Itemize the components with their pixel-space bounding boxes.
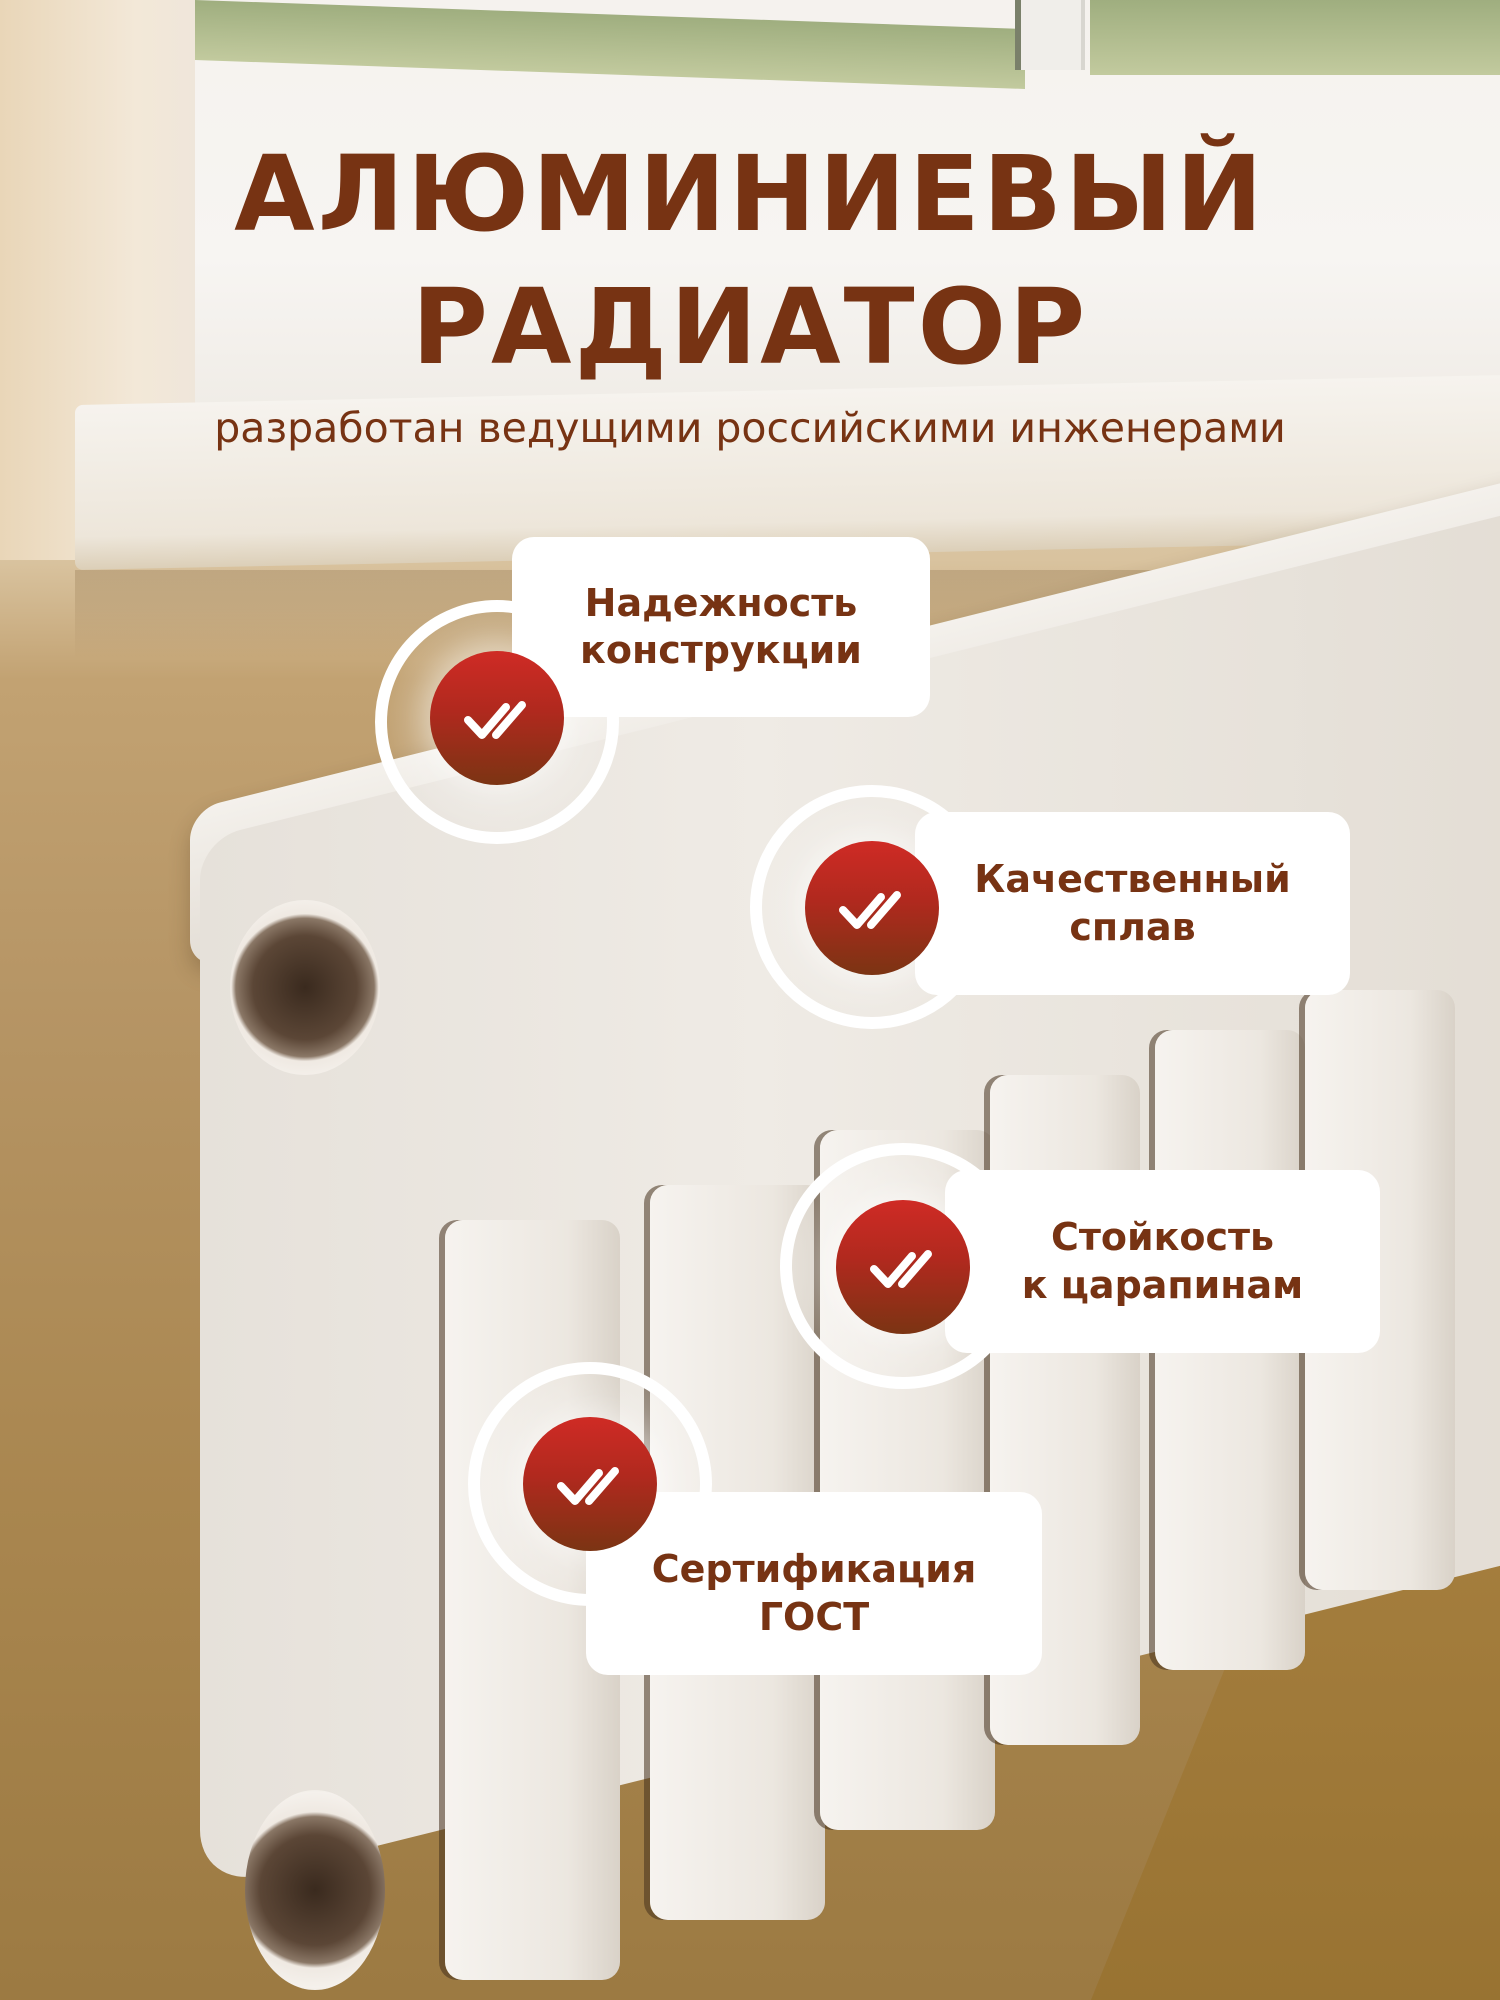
feature-card: Сертификация ГОСТ — [586, 1492, 1042, 1675]
window-glass — [1090, 0, 1500, 75]
double-check-icon — [836, 1200, 970, 1334]
feature-card: Стойкость к царапинам — [945, 1170, 1380, 1353]
feature-label-line2: сплав — [1069, 904, 1196, 949]
feature-label-line2: конструкции — [580, 628, 862, 672]
page-title-line1: АЛЮМИНИЕВЫЙ — [234, 133, 1266, 255]
feature-label-line2: ГОСТ — [758, 1594, 870, 1639]
double-check-icon — [805, 841, 939, 975]
radiator-outlet-pipe — [245, 1790, 385, 1990]
feature-label-line1: Стойкость — [1050, 1215, 1275, 1259]
feature-card: Качественный сплав — [915, 812, 1350, 995]
double-check-icon — [430, 651, 564, 785]
page-title-line2: РАДИАТОР — [411, 266, 1089, 388]
double-check-icon — [523, 1417, 657, 1551]
feature-label-line1: Надежность — [584, 580, 858, 625]
subtitle: разработан ведущими российскими инженера… — [214, 404, 1286, 452]
radiator-inlet-pipe — [230, 900, 380, 1075]
feature-label-line2: к царапинам — [1021, 1262, 1304, 1307]
feature-card: Надежность конструкции — [512, 537, 930, 717]
feature-label-line1: Качественный — [974, 857, 1291, 901]
feature-label-line1: Сертификация — [651, 1547, 977, 1591]
window-mullion — [1015, 0, 1085, 70]
